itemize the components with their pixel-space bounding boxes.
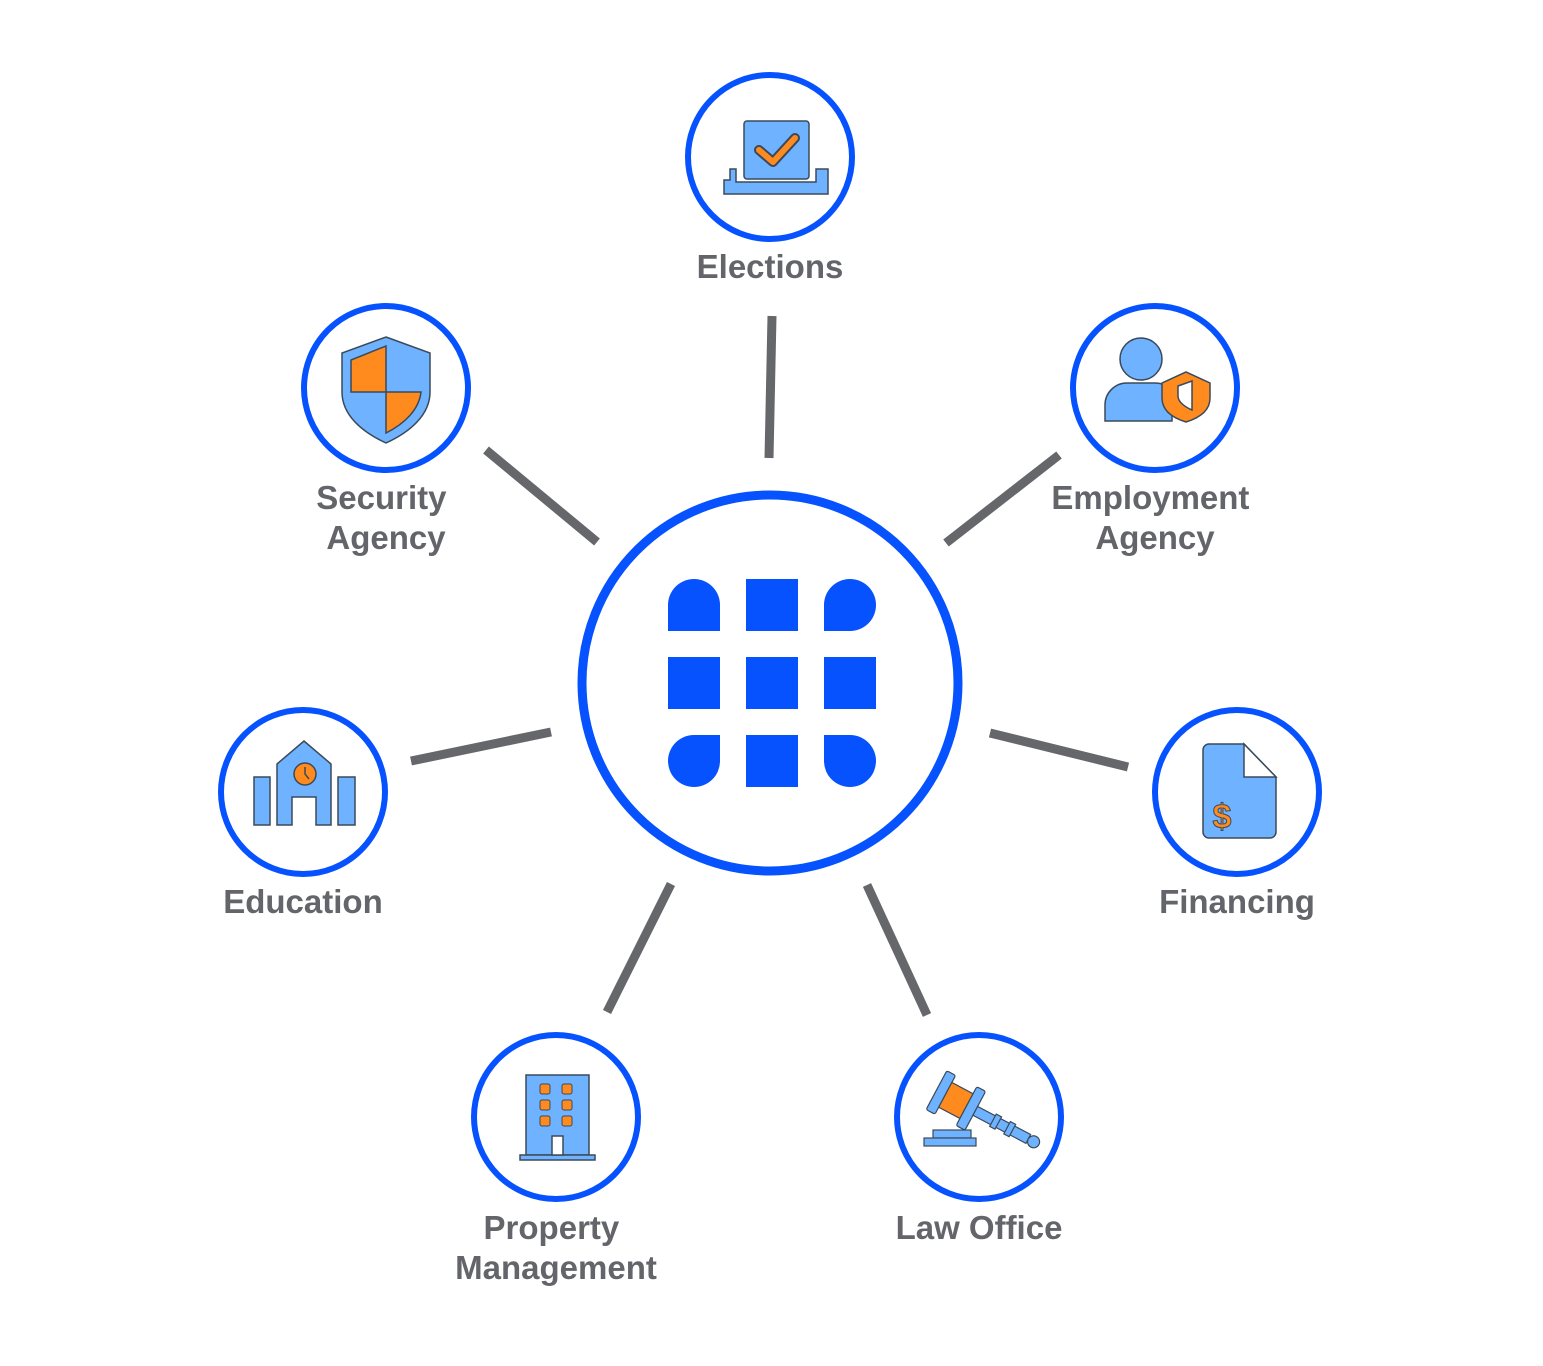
connector-education xyxy=(410,727,552,766)
node-label: Financing xyxy=(1159,883,1315,920)
connector-elections xyxy=(764,315,777,459)
office-building-icon xyxy=(519,1074,596,1161)
node-law-office: Law Office xyxy=(894,1032,1064,1246)
node-label: Education xyxy=(223,883,383,920)
dollar-document-icon: $ xyxy=(1202,742,1278,839)
connector-property-management xyxy=(602,881,676,1015)
node-elections: Elections xyxy=(685,72,855,285)
node-label: Elections xyxy=(697,248,844,285)
label-line: Security xyxy=(316,479,447,516)
node-label: Property Management xyxy=(455,1209,657,1286)
connector-law-office xyxy=(862,883,932,1017)
label-line: Agency xyxy=(326,519,446,556)
label-line: Elections xyxy=(697,248,844,285)
connector-security-agency xyxy=(483,446,600,546)
label-line: Agency xyxy=(1095,519,1215,556)
security-shield-icon xyxy=(341,336,431,444)
connectors xyxy=(410,315,1130,1017)
school-building-icon xyxy=(253,740,356,826)
node-financing: $ Financing xyxy=(1152,707,1322,920)
label-line: Property xyxy=(484,1209,620,1246)
ballot-box-icon xyxy=(723,120,829,195)
svg-text:$: $ xyxy=(1213,798,1232,836)
node-property-management: Property Management xyxy=(455,1032,657,1286)
node-label: Employment Agency xyxy=(1051,479,1258,556)
person-shield-icon xyxy=(1104,337,1211,423)
node-employment-agency: Employment Agency xyxy=(1051,303,1258,556)
hub xyxy=(577,490,963,876)
connector-employment-agency xyxy=(943,451,1062,547)
connector-financing xyxy=(988,728,1130,772)
grid-logo-icon xyxy=(668,579,876,787)
node-label: Security Agency xyxy=(316,479,455,556)
label-line: Education xyxy=(223,883,383,920)
label-line: Law Office xyxy=(896,1209,1063,1246)
label-line: Management xyxy=(455,1249,657,1286)
node-security-agency: Security Agency xyxy=(301,303,471,556)
node-education: Education xyxy=(218,707,388,920)
node-label: Law Office xyxy=(896,1209,1063,1246)
label-line: Employment xyxy=(1051,479,1249,516)
gavel-icon xyxy=(923,1070,1041,1149)
label-line: Financing xyxy=(1159,883,1315,920)
